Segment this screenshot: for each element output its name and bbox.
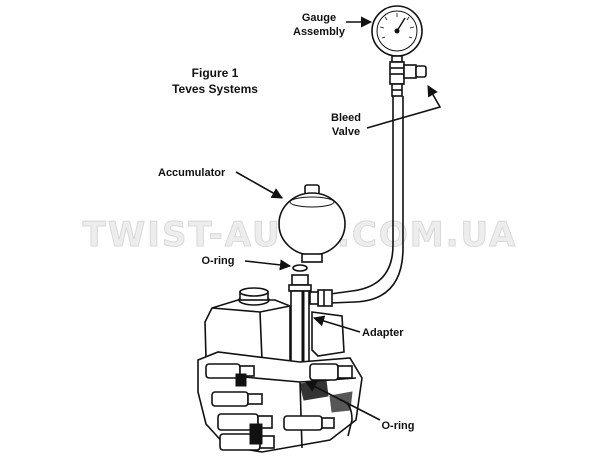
- leader-adapter: [312, 315, 361, 333]
- label-gauge-line1: Gauge: [302, 12, 336, 24]
- figure-title: Figure 1: [192, 66, 239, 80]
- leader-o-ring-top: [244, 259, 292, 271]
- label-bleed-line2: Valve: [332, 126, 360, 138]
- label-adapter: Adapter: [362, 327, 404, 339]
- label-o-ring-bottom: O-ring: [382, 420, 415, 432]
- hydraulic-unit: [197, 287, 363, 453]
- label-accumulator: Accumulator: [158, 167, 226, 179]
- figure-subtitle: Teves Systems: [172, 82, 258, 96]
- pressure-hose: [309, 96, 404, 307]
- leader-bleed-valve: [366, 85, 442, 129]
- accumulator-sphere: [278, 184, 346, 263]
- o-ring-top: [292, 264, 308, 272]
- label-bleed-line1: Bleed: [331, 112, 361, 124]
- leader-accumulator: [235, 171, 283, 199]
- label-gauge-line2: Assembly: [293, 26, 346, 38]
- label-o-ring-top: O-ring: [202, 255, 235, 267]
- gauge-assembly: [371, 5, 427, 97]
- leader-o-ring-bottom: [305, 381, 381, 421]
